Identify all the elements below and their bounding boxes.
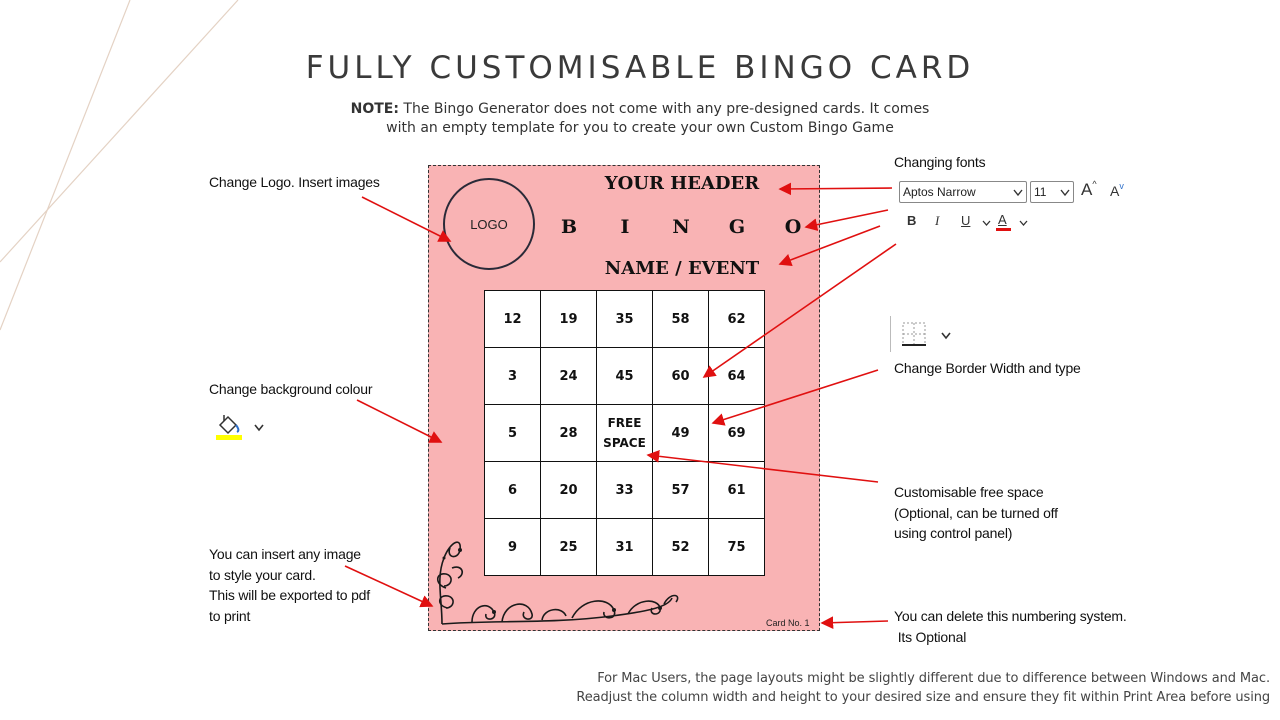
border-button[interactable] (900, 320, 960, 350)
footer-line-2: Readjust the column width and height to … (576, 690, 1270, 705)
grid-cell[interactable]: 9 (484, 518, 541, 576)
font-name-select[interactable]: Aptos Narrow (899, 181, 1027, 203)
shrink-font-icon: A (1110, 183, 1120, 199)
bingo-letter-i: I (620, 216, 630, 238)
grid-cell[interactable]: 20 (540, 461, 597, 519)
chevron-down-icon[interactable] (982, 220, 991, 227)
card-number[interactable]: Card No. 1 (766, 618, 810, 628)
chevron-down-icon[interactable] (1019, 220, 1028, 227)
shrink-font-button[interactable]: Av (1110, 181, 1124, 199)
arrow-border (711, 369, 879, 426)
logo-label: LOGO (470, 216, 508, 232)
bingo-letter-g: G (728, 216, 746, 238)
annotation-background: Change background colour (209, 381, 373, 397)
annotation-border: Change Border Width and type (894, 360, 1081, 376)
font-name-value: Aptos Narrow (903, 185, 976, 199)
free-space-label: SPACE (603, 436, 646, 450)
annotation-image: You can insert any image to style your c… (209, 544, 370, 626)
grid-cell[interactable]: 75 (708, 518, 765, 576)
annotation-image-line-4: to print (209, 607, 251, 624)
arrow-card-no (820, 616, 889, 630)
borders-icon (902, 322, 926, 346)
free-space-label: FREE (607, 416, 642, 430)
bold-button[interactable]: B (907, 213, 917, 228)
grid-cell[interactable]: 61 (708, 461, 765, 519)
annotation-image-line-1: You can insert any image (209, 546, 361, 562)
annotation-free-space-line-3: using control panel) (894, 525, 1013, 541)
toolbar-divider (890, 316, 891, 352)
grow-font-icon: A (1081, 180, 1093, 199)
chevron-down-icon[interactable] (253, 423, 265, 433)
arrow-event (778, 225, 881, 267)
decorative-lines (0, 0, 239, 331)
grid-cell[interactable]: 45 (596, 347, 653, 405)
annotation-numbering-line-1: You can delete this numbering system. (894, 608, 1127, 624)
grid-cell[interactable]: 6 (484, 461, 541, 519)
grid-cell[interactable]: 5 (484, 404, 541, 462)
annotation-free-space: Customisable free space (Optional, can b… (894, 482, 1058, 544)
annotation-numbering-line-2: Its Optional (894, 628, 967, 645)
grid-cell[interactable]: 64 (708, 347, 765, 405)
grow-font-button[interactable]: A^ (1081, 179, 1097, 199)
footer-line-1: For Mac Users, the page layouts might be… (597, 671, 1270, 686)
grid-cell[interactable]: 62 (708, 290, 765, 348)
arrow-bingo (804, 209, 889, 231)
corner-ornament[interactable] (432, 528, 692, 630)
grid-cell[interactable]: 31 (596, 518, 653, 576)
paint-bucket-icon (216, 415, 242, 440)
annotation-free-space-line-2: (Optional, can be turned off (894, 504, 1058, 521)
chevron-down-icon (1013, 189, 1023, 197)
card-header[interactable]: YOUR HEADER (604, 173, 760, 194)
arrow-header (778, 182, 893, 196)
grid-cell[interactable]: 19 (540, 290, 597, 348)
grid-cell[interactable]: 60 (652, 347, 709, 405)
grid-cell[interactable]: 52 (652, 518, 709, 576)
annotation-free-space-line-1: Customisable free space (894, 484, 1044, 500)
annotation-image-line-2: to style your card. (209, 566, 316, 583)
grid-cell[interactable]: 28 (540, 404, 597, 462)
card-event-name[interactable]: NAME / EVENT (604, 258, 760, 279)
free-space-cell[interactable]: FREE SPACE (596, 404, 653, 462)
arrow-logo (361, 196, 452, 242)
font-color-button[interactable]: A (996, 211, 1012, 233)
bingo-letter-o: O (784, 216, 802, 238)
font-size-value: 11 (1034, 185, 1047, 199)
arrow-free-space (646, 449, 879, 483)
page-title: FULLY CUSTOMISABLE BINGO CARD (305, 50, 975, 86)
annotation-logo: Change Logo. Insert images (209, 174, 380, 190)
chevron-down-icon (1060, 189, 1070, 197)
annotation-image-line-3: This will be exported to pdf (209, 587, 370, 603)
note-text: NOTE: The Bingo Generator does not come … (320, 100, 960, 138)
font-size-select[interactable]: 11 (1030, 181, 1074, 203)
grid-cell[interactable]: 35 (596, 290, 653, 348)
bingo-letter-n: N (672, 216, 690, 238)
bingo-letter-b: B (560, 216, 578, 238)
arrow-image (344, 565, 434, 608)
footer-note: For Mac Users, the page layouts might be… (576, 669, 1270, 707)
italic-button[interactable]: I (935, 213, 940, 228)
fill-color-button[interactable] (214, 413, 266, 441)
arrow-background (356, 399, 443, 443)
grid-cell[interactable]: 25 (540, 518, 597, 576)
chevron-down-icon (941, 332, 951, 340)
note-label: NOTE: (350, 101, 399, 117)
logo-placeholder[interactable]: LOGO (443, 178, 535, 270)
font-color-icon: A (998, 212, 1007, 227)
grid-cell[interactable]: 58 (652, 290, 709, 348)
grid-cell[interactable]: 12 (484, 290, 541, 348)
annotation-fonts: Changing fonts (894, 154, 986, 170)
underline-button[interactable]: U (961, 213, 971, 228)
annotation-numbering: You can delete this numbering system. It… (894, 606, 1127, 647)
note-line-1: The Bingo Generator does not come with a… (398, 101, 930, 117)
grid-cell[interactable]: 3 (484, 347, 541, 405)
note-line-2: with an empty template for you to create… (386, 120, 894, 136)
arrow-cell-60 (702, 243, 897, 378)
